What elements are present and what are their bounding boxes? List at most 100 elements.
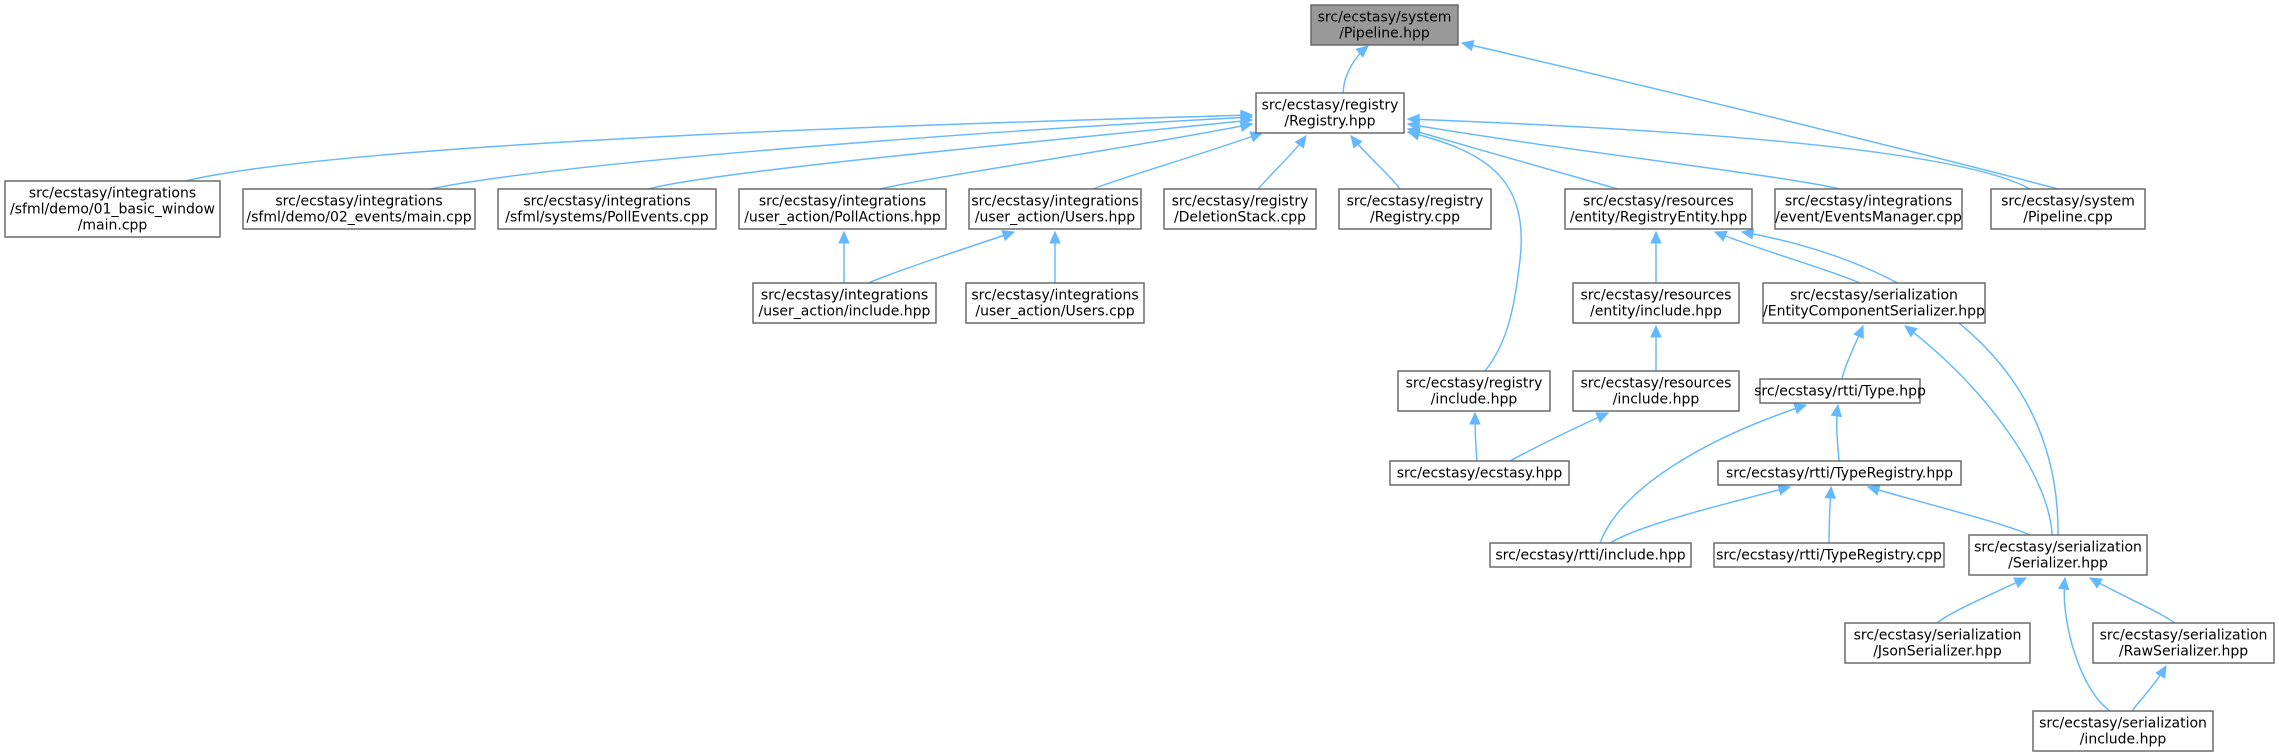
edge-line bbox=[429, 116, 1253, 190]
node-label-line: src/ecstasy/integrations bbox=[759, 194, 926, 210]
node-box bbox=[497, 188, 717, 230]
node-jsonserializer-hpp[interactable]: src/ecstasy/serialization/JsonSerializer… bbox=[1844, 622, 2031, 664]
edge-typeregistry_hpp-to-rtti_include_hpp bbox=[1609, 484, 1792, 544]
node-ecs-serializer-hpp[interactable]: src/ecstasy/serialization/EntityComponen… bbox=[1762, 282, 1986, 324]
edge-type_hpp-to-rtti_include_hpp bbox=[1599, 403, 1808, 544]
node-label-line: /DeletionStack.cpp bbox=[1174, 210, 1306, 226]
edge-registry_hpp-to-registryentity_hpp bbox=[1406, 126, 1619, 190]
node-box bbox=[1310, 4, 1459, 46]
node-typeregistry-cpp[interactable]: src/ecstasy/rtti/TypeRegistry.cpp bbox=[1713, 542, 1945, 568]
node-label-line: /user_action/Users.cpp bbox=[975, 304, 1134, 320]
node-label-line: /Registry.hpp bbox=[1284, 114, 1375, 130]
node-box bbox=[752, 282, 937, 324]
node-users-cpp[interactable]: src/ecstasy/integrations/user_action/Use… bbox=[965, 282, 1145, 324]
node-registry-include-hpp[interactable]: src/ecstasy/registry/include.hpp bbox=[1397, 370, 1551, 412]
node-label-line: /entity/include.hpp bbox=[1590, 304, 1722, 320]
edge-arrowhead bbox=[1001, 230, 1016, 242]
node-box bbox=[1572, 370, 1740, 412]
node-pipeline-cpp[interactable]: src/ecstasy/system/Pipeline.cpp bbox=[1990, 188, 2146, 230]
node-resources-include-hpp[interactable]: src/ecstasy/resources/include.hpp bbox=[1572, 370, 1740, 412]
edge-arrowhead bbox=[1595, 412, 1610, 423]
edge-arrowhead bbox=[1460, 39, 1475, 52]
node-box bbox=[968, 188, 1142, 230]
edge-registry_hpp-to-registry_cpp bbox=[1350, 135, 1401, 190]
node-type-hpp[interactable]: src/ecstasy/rtti/Type.hpp bbox=[1754, 378, 1926, 404]
nodes-layer: src/ecstasy/system/Pipeline.hpp src/ecsta… bbox=[4, 4, 2275, 752]
edge-arrowhead bbox=[1469, 411, 1481, 425]
node-box bbox=[1397, 370, 1551, 412]
node-box bbox=[1844, 622, 2031, 664]
edge-arrowhead bbox=[1713, 230, 1728, 242]
node-label-line: src/ecstasy/registry bbox=[1347, 194, 1484, 210]
node-label-line: /user_action/include.hpp bbox=[759, 304, 931, 320]
node-label-line: src/ecstasy/rtti/include.hpp bbox=[1495, 548, 1685, 564]
node-demo02-main[interactable]: src/ecstasy/integrations/sfml/demo/02_ev… bbox=[242, 188, 476, 230]
edge-line bbox=[647, 119, 1253, 190]
edge-arrowhead bbox=[1853, 324, 1864, 339]
node-rawserializer-hpp[interactable]: src/ecstasy/serialization/RawSerializer.… bbox=[2092, 622, 2275, 664]
node-box bbox=[1968, 534, 2148, 576]
node-ecstasy-hpp[interactable]: src/ecstasy/ecstasy.hpp bbox=[1389, 460, 1570, 486]
node-serializer-hpp[interactable]: src/ecstasy/serialization/Serializer.hpp bbox=[1968, 534, 2148, 576]
edge-line bbox=[1407, 128, 1619, 190]
node-label-line: src/ecstasy/resources bbox=[1583, 194, 1734, 210]
node-pollevents-cpp[interactable]: src/ecstasy/integrations/sfml/systems/Po… bbox=[497, 188, 717, 230]
node-registry-cpp[interactable]: src/ecstasy/registry/Registry.cpp bbox=[1338, 188, 1492, 230]
edge-registry_hpp-to-demo02_main bbox=[429, 111, 1254, 190]
node-label-line: /RawSerializer.hpp bbox=[2119, 644, 2248, 660]
edge-registryentity_hpp-to-ecs_serializer_hpp bbox=[1713, 230, 1861, 284]
node-entity-include-hpp[interactable]: src/ecstasy/resources/entity/include.hpp bbox=[1572, 282, 1740, 324]
node-registryentity-hpp[interactable]: src/ecstasy/resources/entity/RegistryEnt… bbox=[1564, 188, 1753, 230]
edge-arrowhead bbox=[1406, 129, 1421, 141]
node-label-line: /Registry.cpp bbox=[1370, 210, 1460, 226]
edge-arrowhead bbox=[1406, 113, 1420, 126]
node-registry-hpp[interactable]: src/ecstasy/registry/Registry.hpp bbox=[1255, 92, 1405, 134]
edge-arrowhead bbox=[2057, 576, 2070, 591]
edge-registry_hpp-to-users_hpp bbox=[1092, 131, 1264, 190]
edge-line bbox=[2063, 577, 2111, 712]
node-label-line: src/ecstasy/rtti/TypeRegistry.hpp bbox=[1726, 466, 1953, 482]
edge-line bbox=[1867, 486, 2031, 536]
node-box bbox=[1255, 92, 1405, 134]
node-deletionstack-cpp[interactable]: src/ecstasy/registry/DeletionStack.cpp bbox=[1163, 188, 1317, 230]
node-label-line: /main.cpp bbox=[78, 218, 148, 234]
edge-arrowhead bbox=[1740, 228, 1755, 240]
node-ua-include-hpp[interactable]: src/ecstasy/integrations/user_action/inc… bbox=[752, 282, 937, 324]
edge-arrowhead bbox=[1350, 135, 1363, 149]
edge-line bbox=[867, 231, 1015, 284]
node-label-line: /event/EventsManager.cpp bbox=[1775, 210, 1962, 226]
edge-registry_hpp-to-pipeline_cpp bbox=[1406, 113, 2031, 190]
node-label-line: /include.hpp bbox=[2080, 732, 2167, 748]
node-label-line: src/ecstasy/registry bbox=[1262, 98, 1399, 114]
node-demo01-main[interactable]: src/ecstasy/integrations/sfml/demo/01_ba… bbox=[4, 180, 221, 238]
node-box bbox=[1338, 188, 1492, 230]
node-label-line: src/ecstasy/serialization bbox=[1854, 628, 2022, 644]
node-typeregistry-hpp[interactable]: src/ecstasy/rtti/TypeRegistry.hpp bbox=[1717, 460, 1962, 486]
node-label-line: src/ecstasy/integrations bbox=[523, 194, 690, 210]
node-pipeline-hpp[interactable]: src/ecstasy/system/Pipeline.hpp bbox=[1310, 4, 1459, 46]
edge-entity_include_hpp-to-resources_include_hpp bbox=[1650, 324, 1662, 371]
node-label-line: src/ecstasy/rtti/Type.hpp bbox=[1754, 384, 1926, 400]
node-box bbox=[1762, 282, 1986, 324]
node-ser-include-hpp[interactable]: src/ecstasy/serialization/include.hpp bbox=[2032, 710, 2214, 752]
node-label-line: /Serializer.hpp bbox=[2008, 556, 2108, 572]
edges-layer bbox=[184, 39, 2176, 712]
node-pollactions-hpp[interactable]: src/ecstasy/integrations/user_action/Pol… bbox=[738, 188, 947, 230]
node-box bbox=[2092, 622, 2275, 664]
node-rtti-include-hpp[interactable]: src/ecstasy/rtti/include.hpp bbox=[1489, 542, 1692, 568]
edge-line bbox=[879, 123, 1253, 190]
node-label-line: /EntityComponentSerializer.hpp bbox=[1763, 304, 1985, 320]
edge-line bbox=[1609, 486, 1791, 544]
node-eventsmanager-cpp[interactable]: src/ecstasy/integrations/event/EventsMan… bbox=[1774, 188, 1963, 230]
node-label-line: src/ecstasy/integrations bbox=[971, 288, 1138, 304]
node-label-line: /include.hpp bbox=[1613, 392, 1700, 408]
edge-arrowhead bbox=[1830, 403, 1843, 418]
edge-line bbox=[1904, 325, 2053, 536]
node-label-line: src/ecstasy/registry bbox=[1406, 376, 1543, 392]
node-label-line: src/ecstasy/integrations bbox=[761, 288, 928, 304]
node-box bbox=[1990, 188, 2146, 230]
node-label-line: /include.hpp bbox=[1431, 392, 1518, 408]
edge-type_hpp-to-typeregistry_hpp bbox=[1830, 403, 1843, 462]
node-users-hpp[interactable]: src/ecstasy/integrations/user_action/Use… bbox=[968, 188, 1142, 230]
